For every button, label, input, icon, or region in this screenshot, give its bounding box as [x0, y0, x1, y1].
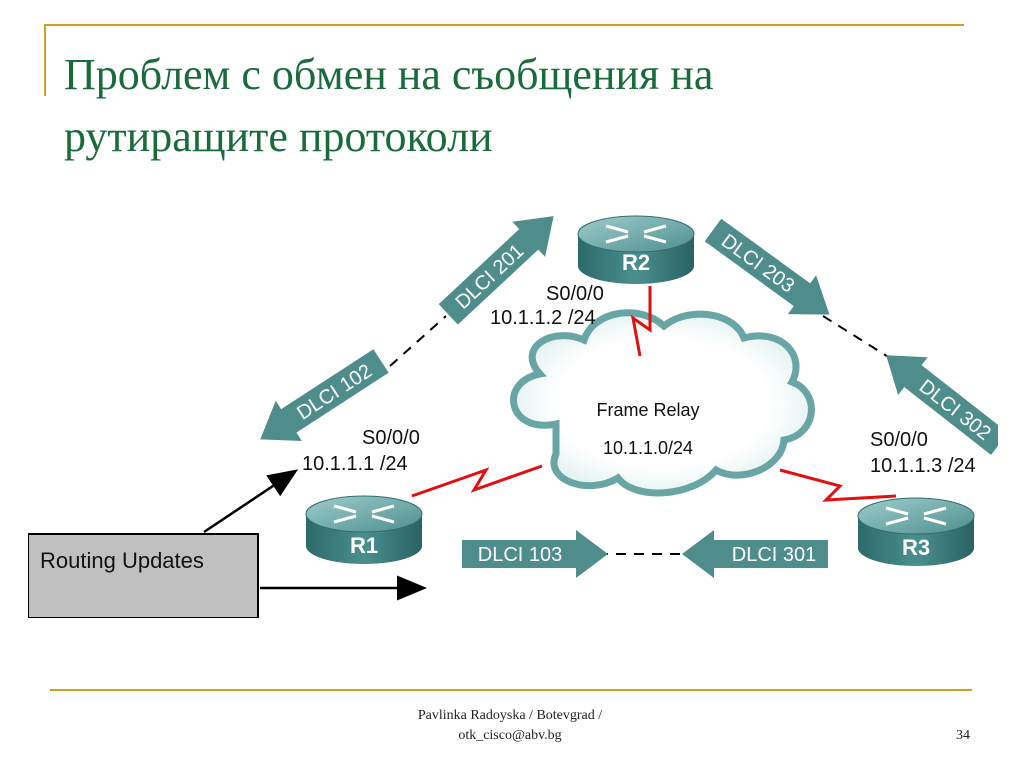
router-r3-arrows-icon [885, 506, 947, 526]
dlci-201-label: DLCI 201 [452, 240, 529, 314]
pvc-r2-r3-line [822, 315, 891, 359]
frame-relay-diagram: Frame Relay 10.1.1.0/24 DLCI 201 DLCI 10… [28, 215, 998, 618]
slide-title-line2: рутиращите протоколи [64, 112, 493, 161]
cloud-title: Frame Relay [596, 400, 699, 420]
router-r3: R3 [857, 497, 975, 566]
router-r2-arrows-icon [605, 224, 667, 244]
router-r1-name: R1 [350, 533, 378, 558]
r1-interface-label: S0/0/0 [362, 427, 420, 449]
footer-author: Pavlinka Radoyska / Botevgrad / otk_cisc… [340, 706, 680, 746]
dlci-301-tag: DLCI 301 [682, 530, 828, 578]
dlci-103-tag: DLCI 103 [462, 530, 608, 578]
router-r2-name: R2 [622, 250, 650, 275]
dlci-102-label: DLCI 102 [293, 360, 376, 424]
pvc-r1-r2-line [389, 315, 447, 367]
routing-update-arrows [203, 469, 427, 601]
r2-ip-label: 10.1.1.2 /24 [490, 307, 596, 329]
serial-links [411, 286, 897, 502]
router-r1: R1 [305, 495, 423, 564]
r2-interface-label: S0/0/0 [546, 283, 604, 305]
page-number: 34 [956, 728, 970, 743]
router-r2: R2 [577, 215, 695, 284]
router-r1-arrows-icon [333, 504, 395, 524]
footer-author-line2: otk_cisco@abv.bg [458, 728, 562, 743]
cloud-network: 10.1.1.0/24 [603, 438, 693, 458]
r1-ip-label: 10.1.1.1 /24 [302, 453, 408, 475]
pvc-dashed-lines [389, 315, 891, 555]
serial-link-r1 [411, 464, 543, 498]
slide-title-line1: Проблем с обмен на съобщения на [64, 50, 714, 99]
r3-ip-label: 10.1.1.3 /24 [870, 455, 976, 477]
footer-author-line1: Pavlinka Radoyska / Botevgrad / [417, 708, 603, 723]
dlci-103-label: DLCI 103 [478, 544, 563, 566]
serial-link-r2 [630, 286, 652, 357]
dlci-203-label: DLCI 203 [717, 230, 798, 297]
frame-relay-cloud: Frame Relay 10.1.1.0/24 [510, 309, 815, 497]
routing-update-arrow-up [203, 469, 299, 534]
serial-link-r3 [779, 468, 897, 502]
title-frame-left [44, 24, 46, 96]
dlci-301-label: DLCI 301 [732, 544, 817, 566]
r3-interface-label: S0/0/0 [870, 429, 928, 451]
title-frame-top [44, 24, 964, 26]
router-r3-name: R3 [902, 535, 930, 560]
slide-title: Проблем с обмен на съобщения на рутиращи… [64, 44, 964, 168]
routing-updates-label: Routing Updates [40, 548, 204, 573]
footer-divider [50, 689, 972, 691]
routing-updates-box: Routing Updates [28, 533, 259, 618]
